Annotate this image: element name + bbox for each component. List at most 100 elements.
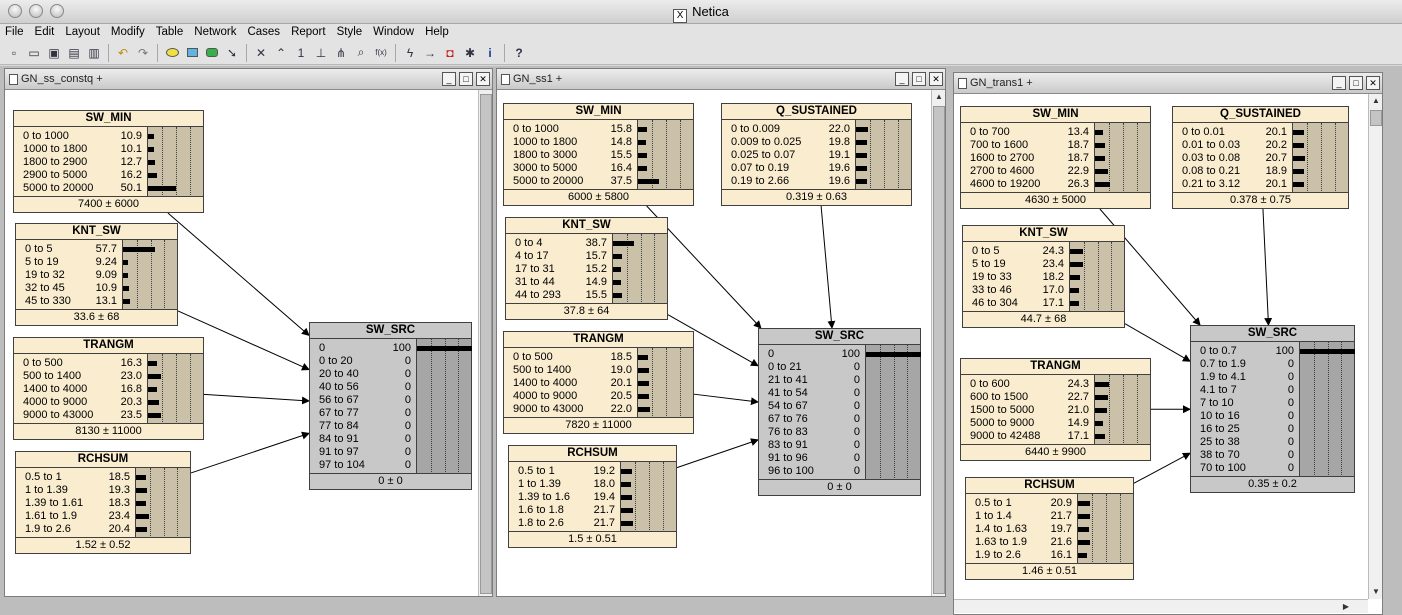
undo-icon[interactable]: ↶ [117,45,129,60]
close-icon[interactable]: ✕ [476,72,490,86]
window-title-bar[interactable]: GN_ss_constq + _ □ ✕ [5,69,492,90]
x-link-icon[interactable]: ✕ [255,45,267,60]
tree-icon[interactable]: ⋔ [335,45,347,60]
zoom-window-button[interactable] [50,4,64,18]
oval-icon[interactable] [162,43,182,63]
star-icon[interactable]: ✱ [464,45,476,60]
scroll-down-icon[interactable]: ▼ [1372,587,1380,596]
menu-layout[interactable]: Layout [65,26,100,38]
vertical-scrollbar[interactable]: ▲ [931,90,945,596]
menu-cases[interactable]: Cases [247,26,281,38]
menu-window[interactable]: Window [373,26,415,38]
menu-file[interactable]: File [5,26,24,38]
close-icon[interactable]: ✕ [1366,76,1380,90]
vertical-scrollbar[interactable]: ▲ ▼ [1368,94,1382,599]
minimize-icon[interactable]: _ [1332,76,1346,90]
camera-icon[interactable]: ▥ [88,45,100,60]
close-window-button[interactable] [8,4,22,18]
menu-network[interactable]: Network [194,26,237,38]
pointer-icon[interactable]: ➘ [226,45,238,60]
redo-icon[interactable]: ↷ [137,45,149,60]
menu-modify[interactable]: Modify [110,26,145,38]
scroll-right-icon[interactable]: ▶ [1342,602,1350,611]
help-icon[interactable]: ? [515,45,523,60]
one-icon[interactable]: 1 [297,45,305,60]
save-icon[interactable]: ▣ [48,45,60,60]
maximize-icon[interactable]: □ [1349,76,1363,90]
minimize-icon[interactable]: _ [895,72,909,86]
menu-edit[interactable]: Edit [34,26,55,38]
arrow-up-icon[interactable]: ⌃ [275,45,287,60]
window-title-bar[interactable]: GN_ss1 + _ □ ✕ [497,69,945,90]
